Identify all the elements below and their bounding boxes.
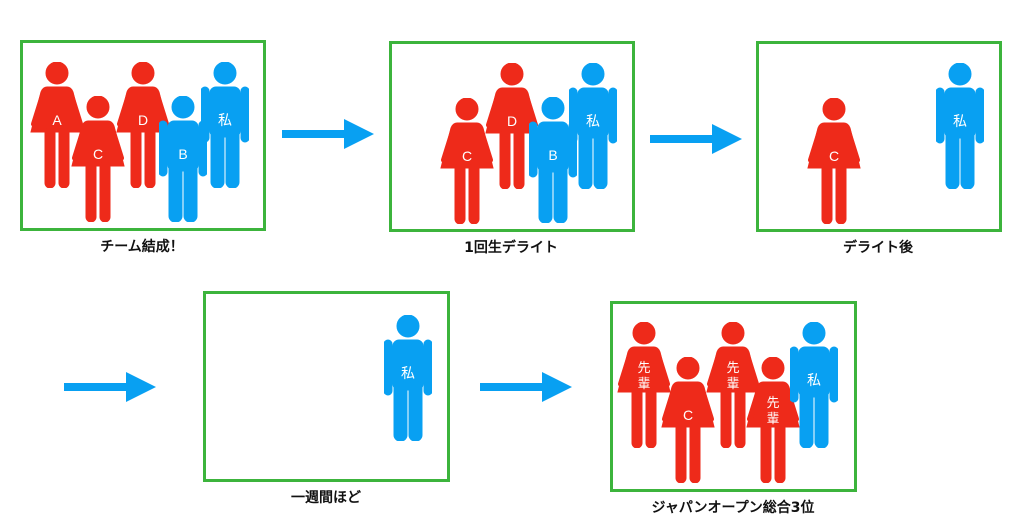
figure-label: 私: [586, 113, 600, 129]
male-figure: 私: [384, 315, 432, 441]
female-figure: D: [485, 63, 539, 189]
figure-label: 私: [953, 113, 967, 129]
right-arrow-icon: [480, 372, 572, 402]
figure-label: 先輩: [726, 360, 740, 391]
right-arrow-icon: [282, 119, 374, 149]
female-figure: 先輩: [617, 322, 671, 448]
figure-label: B: [178, 146, 188, 162]
caption-japan-open: ジャパンオープン総合3位: [651, 500, 815, 516]
female-figure: 先輩: [706, 322, 760, 448]
female-figure: D: [116, 62, 170, 188]
figure-label: 先輩: [637, 360, 651, 391]
figure-label: C: [828, 148, 840, 164]
caption-after-delight: デライト後: [843, 240, 913, 256]
figure-label: 私: [807, 372, 821, 388]
figure-label: D: [137, 112, 149, 128]
caption-team-formed: チーム結成！: [100, 239, 184, 255]
figure-label: C: [682, 407, 694, 423]
figure-label: B: [548, 147, 558, 163]
figure-label: 私: [401, 365, 415, 381]
female-figure: C: [440, 98, 494, 224]
female-figure: C: [661, 357, 715, 483]
male-figure: B: [529, 97, 577, 223]
male-figure: 私: [569, 63, 617, 189]
figure-label: C: [461, 148, 473, 164]
figure-label: D: [506, 113, 518, 129]
female-figure: 先輩: [746, 357, 800, 483]
figure-label: 私: [218, 112, 232, 128]
male-figure: B: [159, 96, 207, 222]
male-figure: 私: [936, 63, 984, 189]
male-figure: 私: [790, 322, 838, 448]
figure-label: A: [52, 112, 62, 128]
figure-label: C: [92, 146, 104, 162]
female-figure: C: [807, 98, 861, 224]
female-figure: C: [71, 96, 125, 222]
right-arrow-icon: [650, 124, 742, 154]
caption-first-year-delight: 1回生デライト: [464, 240, 558, 256]
male-figure: 私: [201, 62, 249, 188]
figure-label: 先輩: [766, 395, 780, 426]
female-figure: A: [30, 62, 84, 188]
right-arrow-icon: [64, 372, 156, 402]
caption-one-week-later: 一週間ほど: [291, 490, 361, 506]
